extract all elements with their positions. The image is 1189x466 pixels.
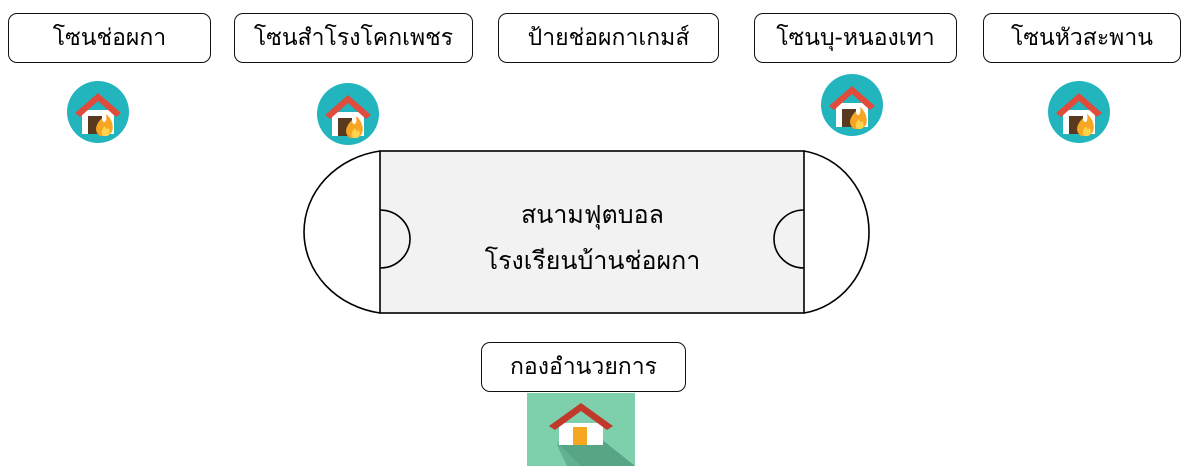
zone-label-bu-nong-thao: โซนบุ-หนองเทา — [754, 13, 957, 63]
football-field — [303, 150, 870, 314]
zone-label-hua-saphan: โซนหัวสะพาน — [983, 13, 1181, 63]
house-fire-icon — [1048, 81, 1110, 143]
house-fire-icon — [67, 81, 129, 143]
field-title: สนามฟุตบอล โรงเรียนบ้านช่อผกา — [380, 192, 805, 284]
house-fire-icon — [317, 83, 379, 145]
field-title-line2: โรงเรียนบ้านช่อผกา — [484, 246, 701, 275]
hq-label: กองอำนวยการ — [481, 342, 686, 392]
zone-label-samrong-khok-phet: โซนสำโรงโคกเพชร — [234, 13, 473, 63]
home-icon — [527, 393, 635, 466]
field-title-line1: สนามฟุตบอล — [520, 200, 664, 229]
sign-chophaka-games: ป้ายช่อผกาเกมส์ — [498, 13, 719, 63]
zone-label-chophaka: โซนช่อผกา — [8, 13, 211, 63]
house-fire-icon — [821, 74, 883, 136]
